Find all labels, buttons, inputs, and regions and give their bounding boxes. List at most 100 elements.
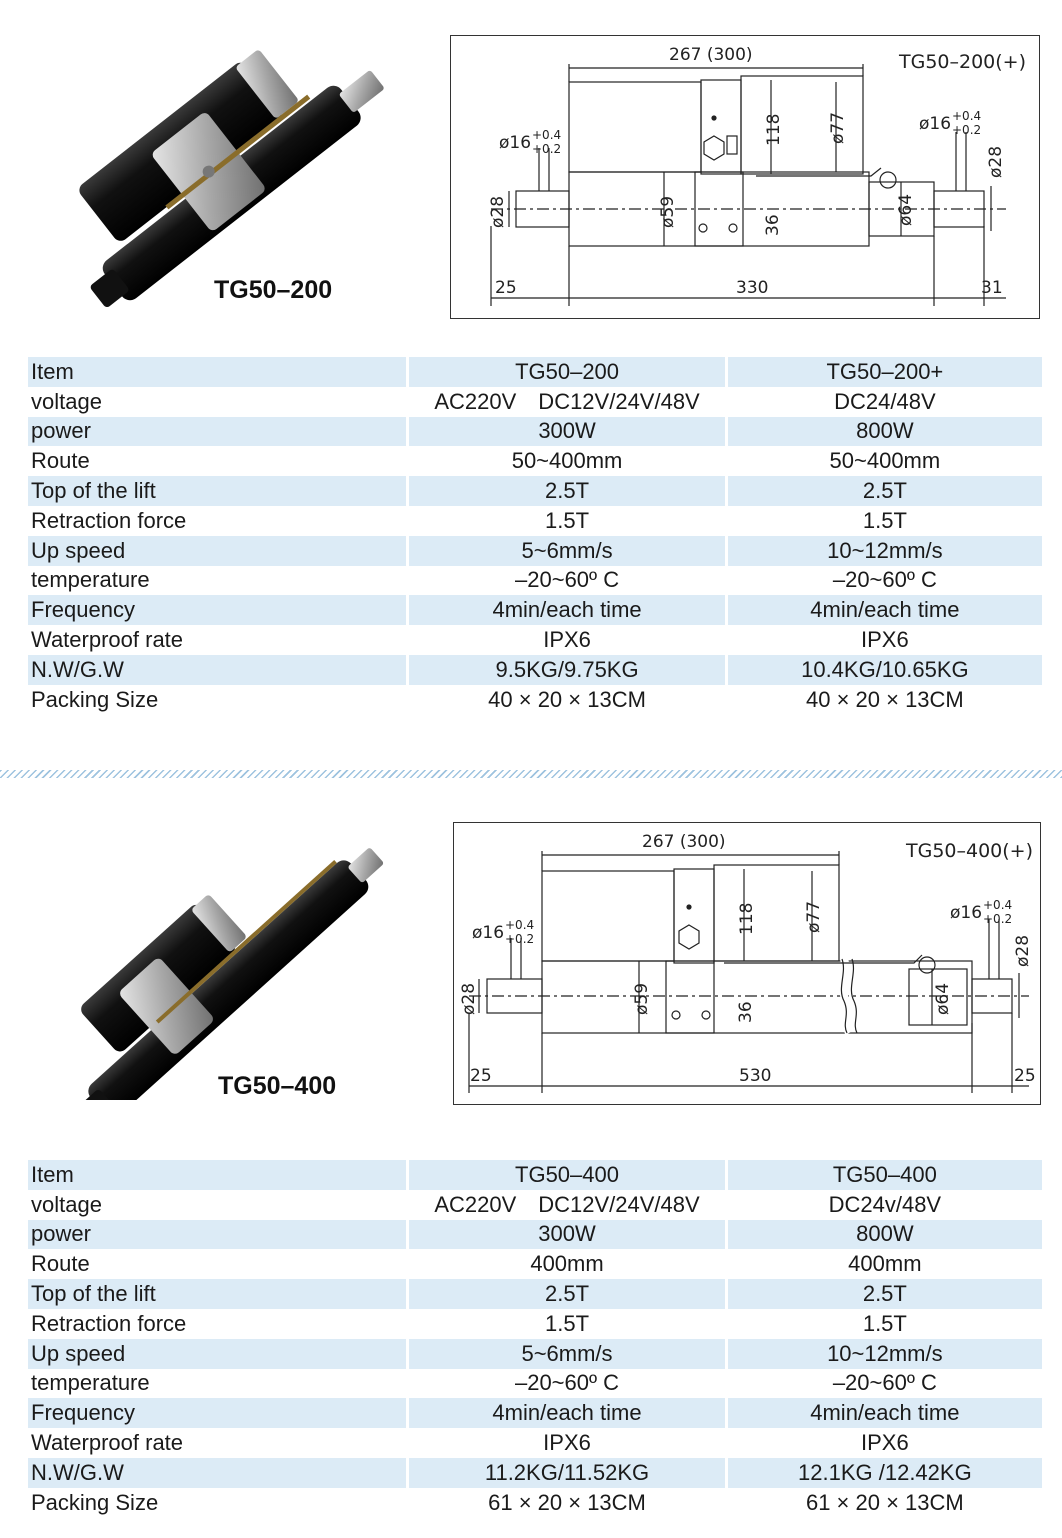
tolerance-right-upper: +0.4 — [983, 898, 1012, 912]
row-label: Retraction force — [31, 507, 187, 533]
table-row: temperature–20~60º C–20~60º C — [28, 1368, 1042, 1399]
table-row: temperature–20~60º C–20~60º C — [28, 565, 1042, 596]
spec-value: –20~60º C — [724, 1368, 1042, 1399]
product-section-tg50-200: TG50–200 — [28, 35, 1042, 715]
drawing-model-label: TG50–200(+) — [898, 51, 1026, 73]
spec-value: 1.5T — [724, 1308, 1042, 1339]
spec-value: TG50–400 — [724, 1160, 1042, 1190]
actuator-photo — [81, 848, 384, 1100]
row-label: power — [28, 1219, 407, 1250]
spec-value: 12.1KG /12.42KG — [724, 1457, 1042, 1488]
section-divider — [0, 770, 1062, 778]
dim-59-label: ø59 — [632, 983, 652, 1015]
top-length-label: 267 (300) — [669, 45, 753, 65]
spec-value: DC24v/48V — [724, 1189, 1042, 1220]
right-length-label: 31 — [981, 278, 1003, 298]
spec-value: –20~60º C — [724, 565, 1042, 596]
row-label: Frequency — [28, 1398, 407, 1429]
row-label: Top of the lift — [28, 476, 407, 506]
spec-value: AC220V DC12V/24V/48V — [406, 1189, 724, 1220]
spec-value: 4min/each time — [724, 595, 1042, 626]
row-label: Packing Size — [31, 1489, 159, 1515]
spec-value: 4min/each time — [724, 1398, 1042, 1429]
left-length-label: 25 — [470, 1066, 492, 1086]
dim-77-label: ø77 — [804, 901, 824, 933]
spec-value: 300W — [406, 416, 725, 447]
spec-value: 1.5T — [406, 505, 724, 536]
row-label: Up speed — [28, 535, 407, 566]
technical-drawing: 267 (300) TG50–400(+) ø16 +0.4 +0.2 ø16 … — [453, 822, 1041, 1105]
row-label: Waterproof rate — [31, 1430, 184, 1456]
spec-value: 2.5T — [724, 476, 1042, 506]
drawing-model-label: TG50–400(+) — [905, 840, 1033, 862]
product-section-tg50-400: TG50–400 — [0, 780, 1062, 1538]
row-label: Item — [28, 357, 407, 387]
spec-value: 2.5T — [406, 1279, 725, 1309]
dim-36-label: 36 — [763, 214, 783, 236]
spec-value: 400mm — [724, 1249, 1042, 1280]
spec-value: 1.5T — [724, 505, 1042, 536]
spec-value: TG50–400 — [406, 1160, 725, 1190]
spec-value: 1.5T — [406, 1308, 724, 1339]
spec-value: 9.5KG/9.75KG — [406, 654, 725, 685]
right-length-label: 25 — [1014, 1066, 1036, 1086]
row-label: N.W/G.W — [28, 654, 407, 685]
spec-value: 2.5T — [406, 476, 725, 506]
dim-28-right-label: ø28 — [986, 146, 1006, 178]
row-label: Waterproof rate — [31, 627, 184, 653]
tolerance-left-lower: +0.2 — [532, 142, 561, 156]
row-label: voltage — [31, 388, 102, 414]
spec-value: 4min/each time — [406, 595, 725, 626]
row-label: voltage — [31, 1191, 102, 1217]
spec-value: TG50–200+ — [724, 357, 1042, 387]
bore-left-label: ø16 — [499, 133, 531, 153]
row-label: Route — [31, 448, 90, 474]
model-caption: TG50–200 — [214, 276, 333, 304]
spec-value: 10~12mm/s — [724, 1338, 1042, 1369]
row-label: Frequency — [28, 595, 407, 626]
spec-value: IPX6 — [724, 1428, 1042, 1458]
spec-value: DC24/48V — [724, 386, 1042, 417]
row-label: Packing Size — [31, 686, 159, 712]
tolerance-right-lower: +0.2 — [952, 123, 981, 137]
spec-value: 5~6mm/s — [406, 1338, 725, 1369]
spec-value: 10~12mm/s — [724, 535, 1042, 566]
spec-value: TG50–200 — [406, 357, 725, 387]
dim-28-left-label: ø28 — [459, 983, 479, 1015]
spec-value: 4min/each time — [406, 1398, 725, 1429]
spec-value: 50~400mm — [724, 446, 1042, 477]
spec-value: AC220V DC12V/24V/48V — [406, 386, 724, 417]
middle-length-label: 330 — [736, 278, 768, 298]
spec-value: 11.2KG/11.52KG — [406, 1457, 725, 1488]
spec-value: 300W — [406, 1219, 725, 1250]
spec-value: IPX6 — [724, 625, 1042, 655]
model-caption: TG50–400 — [218, 1072, 337, 1100]
spec-value: –20~60º C — [406, 1368, 724, 1399]
bore-right-label: ø16 — [950, 903, 982, 923]
middle-length-label: 530 — [739, 1066, 771, 1086]
tolerance-left-upper: +0.4 — [505, 918, 534, 932]
dim-118-label: 118 — [764, 114, 784, 146]
dim-28-left-label: ø28 — [488, 196, 508, 228]
bore-left-label: ø16 — [472, 923, 504, 943]
spec-value: 400mm — [406, 1249, 724, 1280]
